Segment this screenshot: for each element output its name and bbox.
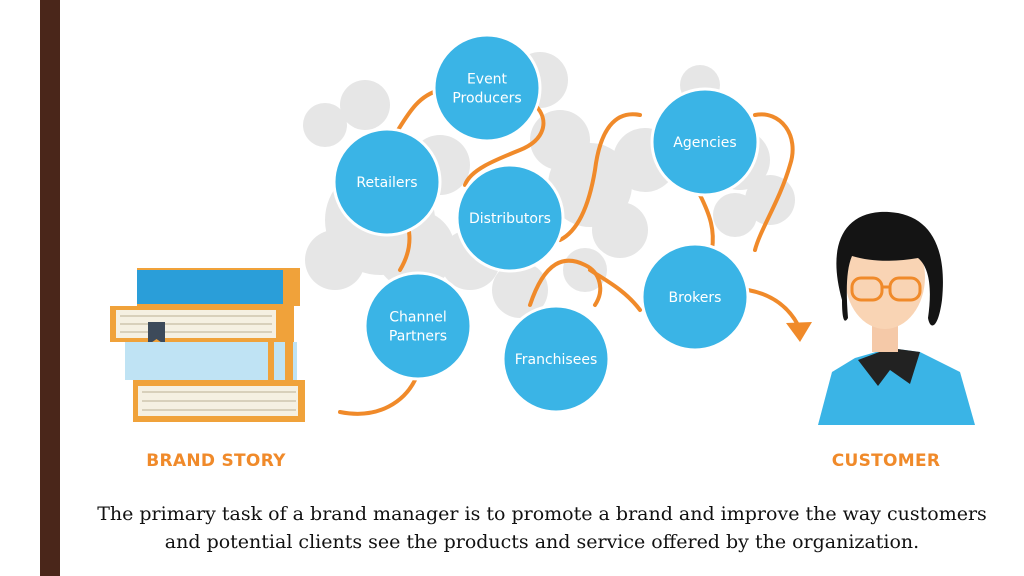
brand-story-label: BRAND STORY	[146, 451, 286, 471]
node-label: Distributors	[469, 211, 551, 227]
node-agencies: Agencies	[650, 87, 760, 197]
node-circle	[501, 304, 611, 414]
caption-text: The primary task of a brand manager is t…	[70, 500, 1014, 556]
flow-path	[588, 268, 642, 312]
node-label: Brokers	[669, 290, 722, 306]
node-brokers: Brokers	[640, 242, 750, 352]
node-franchisees: Franchisees	[501, 304, 611, 414]
node-circle	[332, 127, 442, 237]
node-circle	[363, 271, 473, 381]
customer-label: CUSTOMER	[832, 451, 941, 471]
node-retailers: Retailers	[332, 127, 442, 237]
flow-path	[558, 112, 642, 242]
customer-avatar-icon	[818, 211, 975, 425]
node-circle	[455, 163, 565, 273]
node-label: Retailers	[356, 175, 417, 191]
node-label: Channel	[389, 310, 446, 326]
node-label: Franchisees	[515, 352, 598, 368]
node-label: Partners	[389, 329, 447, 345]
flow-path	[753, 112, 795, 252]
flow-path	[698, 193, 715, 252]
arrow-head-icon	[786, 322, 812, 342]
flow-path	[338, 378, 417, 416]
node-circle	[432, 33, 542, 143]
flow-path	[528, 258, 603, 307]
node-label: Producers	[452, 91, 521, 107]
node-circle	[640, 242, 750, 352]
node-label: Event	[467, 72, 508, 88]
left-accent-bar	[40, 0, 60, 576]
node-distributors: Distributors	[455, 163, 565, 273]
caption-line-2: and potential clients see the products a…	[164, 531, 920, 553]
flow-path	[463, 103, 546, 187]
flow-path	[746, 288, 800, 327]
books-stack-icon	[110, 268, 305, 422]
node-label: Agencies	[673, 135, 736, 151]
node-circle	[650, 87, 760, 197]
caption-line-1: The primary task of a brand manager is t…	[97, 503, 987, 525]
